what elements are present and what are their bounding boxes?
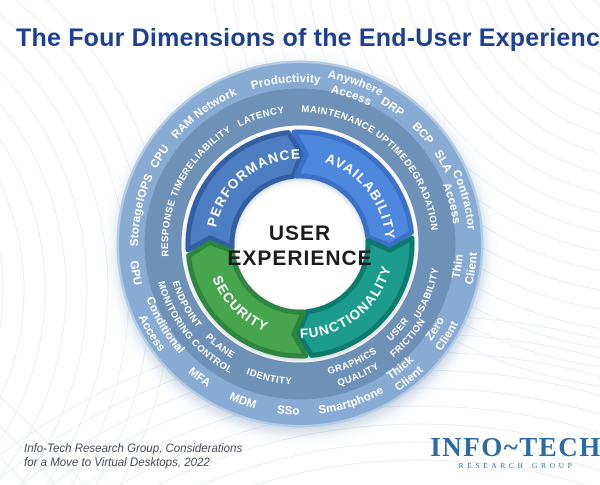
outer-ring-label: GPU — [127, 260, 143, 287]
wave-line — [82, 387, 600, 485]
wave-line — [0, 138, 46, 442]
dimension-arc-performance — [185, 130, 305, 253]
wave-line — [200, 441, 600, 485]
wave-line — [0, 250, 4, 330]
wave-line — [0, 71, 88, 485]
wave-line — [253, 459, 587, 485]
outer-ring-label: Client — [463, 252, 479, 286]
outer-ring-label: SSo — [276, 404, 299, 418]
dimension-arc-functionality — [295, 235, 415, 358]
logo-wordmark: INFO~TECH — [430, 432, 600, 462]
source-citation-line1: Info-Tech Research Group, Considerations — [24, 443, 242, 455]
logo-subtitle: RESEARCH GROUP — [459, 461, 576, 470]
center-label-line1: USER — [269, 222, 331, 245]
wave-line — [0, 41, 109, 485]
dimension-arc-availability — [291, 129, 414, 249]
source-citation-line2: for a Move to Virtual Desktops, 2022 — [24, 457, 210, 469]
wave-line — [0, 181, 25, 399]
dimension-arcs — [185, 129, 415, 359]
page-title: The Four Dimensions of the End-User Expe… — [16, 24, 600, 52]
outer-ring-label: Thin — [450, 254, 465, 280]
wave-line — [0, 103, 67, 477]
center-label-line2: EXPERIENCE — [227, 247, 372, 270]
wave-line — [117, 405, 600, 485]
wave-line — [156, 423, 600, 485]
info-tech-logo: INFO~TECH RESEARCH GROUP — [430, 432, 600, 470]
dimension-arc-security — [186, 239, 309, 359]
